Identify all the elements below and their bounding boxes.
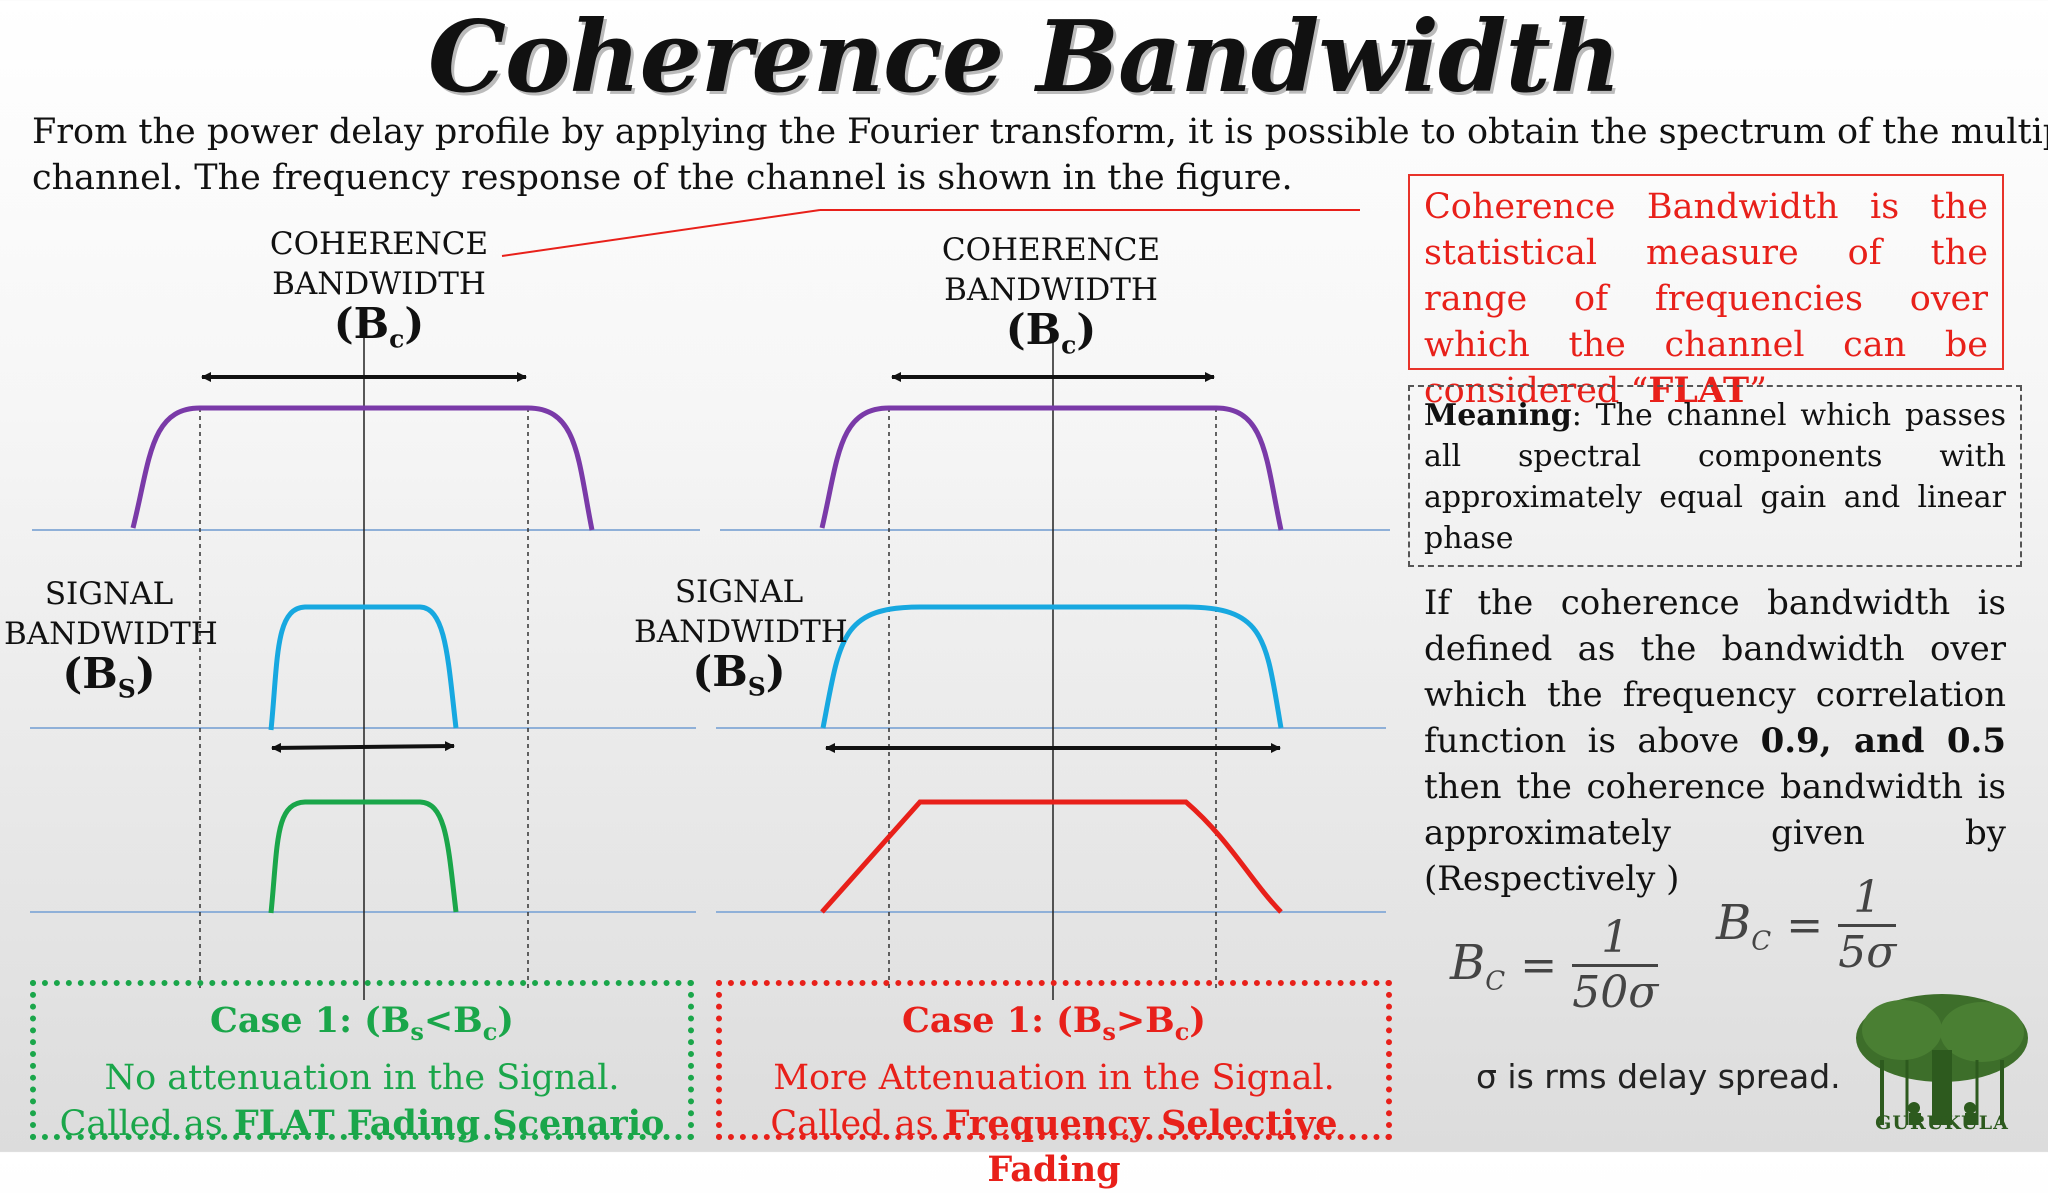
formula-05-equals: = bbox=[1786, 900, 1824, 951]
left-coherence-label: COHERENCE BANDWIDTH (Bc) bbox=[268, 224, 490, 359]
left-signal-arrow bbox=[271, 741, 455, 753]
formula-05-lhs: BC bbox=[1716, 894, 1772, 957]
definition-box: Coherence Bandwidth is the statistical m… bbox=[1408, 174, 2004, 411]
right-coherence-label-line1: COHERENCE bbox=[941, 232, 1161, 268]
formula-09-lhs: BC bbox=[1450, 934, 1506, 997]
case-selective-box: Case 1: (Bs>Bc) More Attenuation in the … bbox=[716, 980, 1392, 1190]
left-channel-response bbox=[130, 405, 595, 531]
left-output-spectrum bbox=[268, 799, 459, 914]
right-signal-label-line1: SIGNAL bbox=[674, 574, 804, 610]
paragraph-part2: then the coherence bandwidth is approxim… bbox=[1424, 767, 2006, 899]
definition-end: ” bbox=[1749, 371, 1768, 411]
formula-09-denominator: 50σ bbox=[1572, 967, 1659, 1018]
paragraph-part1: If the coherence bandwidth is defined as… bbox=[1424, 583, 2006, 761]
left-signal-spectrum bbox=[268, 604, 459, 731]
meaning-box: Meaning: The channel which passes all sp… bbox=[1408, 385, 2022, 567]
logo-text: GURUKULA bbox=[1875, 1112, 2009, 1134]
banyan-tree-icon bbox=[1856, 994, 2028, 1125]
frequency-response-diagram bbox=[30, 209, 1390, 1000]
case-flat-line1: No attenuation in the Signal. bbox=[104, 1058, 620, 1098]
meaning-text: : The channel which passes all spectral … bbox=[1424, 398, 2006, 556]
left-coherence-symbol: (Bc) bbox=[333, 299, 425, 354]
definition-pointer-line bbox=[501, 209, 821, 257]
right-signal-spectrum bbox=[820, 604, 1284, 729]
right-signal-label: SIGNAL BANDWIDTH (BS) bbox=[634, 572, 848, 707]
left-signal-label-line1: SIGNAL bbox=[44, 576, 174, 612]
coherence-paragraph: If the coherence bandwidth is defined as… bbox=[1424, 580, 2006, 902]
right-channel-response bbox=[819, 405, 1284, 531]
case-selective-line2: Called as Frequency Selective Fading bbox=[770, 1103, 1338, 1190]
right-coherence-label-line2: BANDWIDTH bbox=[944, 272, 1158, 308]
left-panel-diagram bbox=[30, 330, 700, 1000]
paragraph-bold: 0.9, and 0.5 bbox=[1760, 721, 2006, 761]
definition-bold: FLAT bbox=[1648, 370, 1750, 411]
left-signal-symbol: (BS) bbox=[62, 649, 156, 704]
left-signal-label: SIGNAL BANDWIDTH (BS) bbox=[4, 574, 218, 709]
right-coherence-label: COHERENCE BANDWIDTH (Bc) bbox=[940, 230, 1162, 365]
case-flat-title: Case 1: (Bs<Bc) bbox=[210, 1000, 514, 1046]
formula-09-numerator: 1 bbox=[1572, 912, 1659, 967]
meaning-label: Meaning bbox=[1424, 398, 1572, 433]
left-coherence-label-line1: COHERENCE bbox=[269, 226, 489, 262]
formula-09-equals: = bbox=[1520, 940, 1558, 991]
definition-text: Coherence Bandwidth is the statistical m… bbox=[1424, 187, 1988, 411]
left-coherence-label-line2: BANDWIDTH bbox=[272, 266, 486, 302]
case-selective-line1: More Attenuation in the Signal. bbox=[773, 1058, 1335, 1098]
right-signal-label-line2: BANDWIDTH bbox=[634, 614, 848, 650]
right-panel-diagram bbox=[716, 330, 1390, 1000]
case-flat-box: Case 1: (Bs<Bc) No attenuation in the Si… bbox=[30, 980, 694, 1144]
page-title: Coherence Bandwidth bbox=[427, 0, 1621, 115]
right-output-spectrum bbox=[820, 799, 1283, 914]
intro-line-2: channel. The frequency response of the c… bbox=[32, 158, 1293, 198]
case-selective-title: Case 1: (Bs>Bc) bbox=[902, 1000, 1206, 1046]
formula-05-numerator: 1 bbox=[1838, 872, 1897, 927]
sigma-note: σ is rms delay spread. bbox=[1476, 1057, 1841, 1096]
right-coherence-symbol: (Bc) bbox=[1005, 305, 1097, 360]
case-flat-line2: Called as FLAT Fading Scenario bbox=[59, 1103, 665, 1144]
intro-line-1: From the power delay profile by applying… bbox=[32, 112, 2048, 152]
formula-05-denominator: 5σ bbox=[1838, 927, 1897, 978]
left-signal-label-line2: BANDWIDTH bbox=[4, 616, 218, 652]
right-signal-symbol: (BS) bbox=[692, 647, 786, 702]
